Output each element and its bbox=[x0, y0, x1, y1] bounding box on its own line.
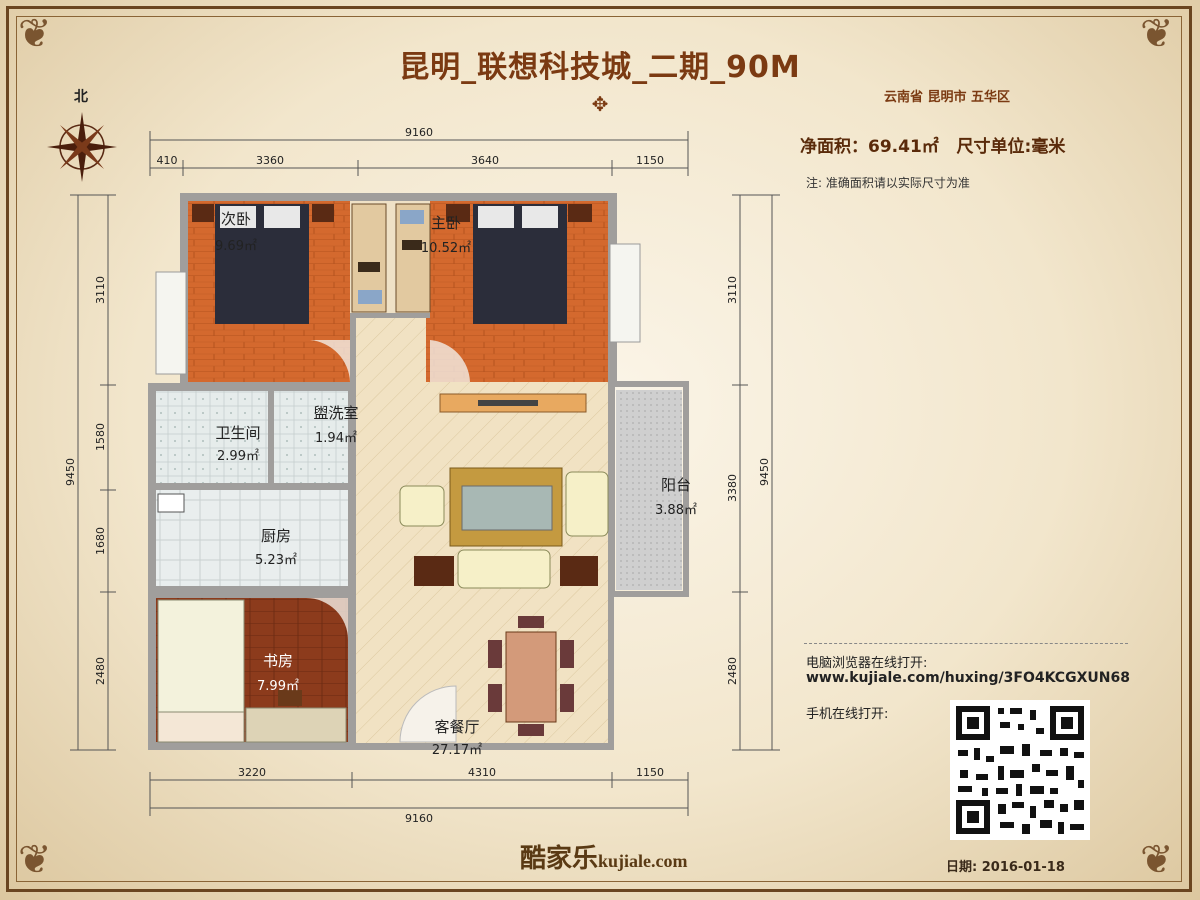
brand-logo: 酷家乐kujiale.com bbox=[520, 838, 688, 875]
dim-top-seg: 410 bbox=[157, 154, 178, 167]
room-name: 书房 bbox=[263, 652, 293, 670]
room-area: 3.88㎡ bbox=[655, 503, 697, 518]
corner-ornament-icon: ❦ bbox=[18, 11, 52, 57]
room-area: 9.69㎡ bbox=[215, 239, 257, 254]
shirt-icon bbox=[400, 210, 424, 224]
balcony-floor bbox=[616, 390, 682, 590]
dim-right-seg: 2480 bbox=[726, 657, 739, 685]
window bbox=[155, 271, 187, 375]
compass-rose-icon bbox=[47, 112, 117, 182]
dim-left-seg: 1680 bbox=[94, 527, 107, 555]
shoes-icon bbox=[358, 262, 380, 272]
study-cabinet-icon bbox=[157, 711, 245, 743]
dining-table-icon bbox=[505, 631, 557, 723]
room-name: 次卧 bbox=[221, 210, 251, 228]
dim-left-total: 9450 bbox=[64, 458, 77, 486]
kitchen-floor bbox=[156, 490, 348, 586]
dim-right-seg: 3110 bbox=[726, 276, 739, 304]
coffee-table-icon bbox=[461, 485, 553, 531]
sofa-icon bbox=[457, 549, 551, 589]
study-bed-icon bbox=[157, 599, 245, 713]
dining-chairs bbox=[488, 616, 574, 736]
dim-top-seg: 1150 bbox=[636, 154, 664, 167]
dim-top-seg: 3360 bbox=[256, 154, 284, 167]
location-label: 云南省 昆明市 五华区 bbox=[884, 90, 1011, 105]
north-label: 北 bbox=[74, 89, 88, 105]
room-name: 厨房 bbox=[261, 527, 291, 545]
dim-right-total: 9450 bbox=[758, 458, 771, 486]
armchair-icon bbox=[565, 471, 609, 537]
stove-icon bbox=[157, 493, 185, 513]
washroom-floor bbox=[274, 391, 348, 483]
corner-ornament-icon: ❦ bbox=[1140, 11, 1174, 57]
room-area: 2.99㎡ bbox=[217, 449, 259, 464]
door-swing bbox=[306, 598, 348, 640]
chair-icon bbox=[278, 690, 302, 706]
unit-label: 尺寸单位:毫米 bbox=[956, 137, 1066, 157]
room-area: 27.17㎡ bbox=[432, 743, 482, 758]
tv-icon bbox=[478, 400, 538, 406]
dim-top-seg: 3640 bbox=[471, 154, 499, 167]
door-swing bbox=[430, 340, 470, 382]
nightstand-icon bbox=[192, 204, 214, 222]
room-area: 10.52㎡ bbox=[421, 241, 471, 256]
dim-left-seg: 1580 bbox=[94, 423, 107, 451]
area-info: 净面积：69.41㎡ 尺寸单位:毫米 bbox=[800, 132, 1065, 157]
room-name: 盥洗室 bbox=[313, 404, 358, 422]
dimension-lines bbox=[70, 131, 780, 816]
mobile-open-label: 手机在线打开: bbox=[806, 707, 889, 722]
bed-icon bbox=[473, 204, 567, 324]
balcony-wall bbox=[609, 381, 689, 597]
armchair-icon bbox=[399, 485, 445, 527]
room-name: 卫生间 bbox=[215, 424, 260, 442]
dim-left-seg: 2480 bbox=[94, 657, 107, 685]
side-table-icon bbox=[414, 556, 454, 586]
door-swing bbox=[310, 340, 350, 382]
title-ornament-icon: ✥ bbox=[591, 92, 609, 116]
plan-title: 昆明_联想科技城_二期_90M bbox=[399, 50, 801, 85]
room-area: 1.94㎡ bbox=[315, 431, 357, 446]
bed-icon bbox=[215, 204, 309, 324]
room-area: 5.23㎡ bbox=[255, 553, 297, 568]
browser-open-label: 电脑浏览器在线打开: bbox=[806, 656, 928, 671]
corner-ornament-icon: ❦ bbox=[18, 837, 52, 883]
dim-bottom-seg: 4310 bbox=[468, 766, 496, 779]
dim-bottom-seg: 3220 bbox=[238, 766, 266, 779]
room-area: 7.99㎡ bbox=[257, 679, 299, 694]
nightstand-icon bbox=[312, 204, 334, 222]
bathroom-floor bbox=[156, 391, 268, 483]
net-area-label: 净面积： bbox=[800, 137, 868, 157]
qr-code-icon[interactable] bbox=[950, 700, 1090, 840]
net-area-value: 69.41㎡ bbox=[868, 137, 939, 157]
brand-cn: 酷家乐 bbox=[520, 844, 599, 874]
room-name: 阳台 bbox=[661, 476, 691, 494]
nightstand-icon bbox=[568, 204, 592, 222]
brand-en: kujiale.com bbox=[598, 851, 688, 871]
outer-frame bbox=[6, 6, 1192, 892]
plan-url-link[interactable]: www.kujiale.com/huxing/3FO4KCGXUN68 bbox=[806, 670, 1130, 686]
plan-date: 日期: 2016-01-18 bbox=[946, 860, 1065, 875]
dim-bottom-seg: 1150 bbox=[636, 766, 664, 779]
desk-icon bbox=[245, 707, 347, 743]
dim-top-total: 9160 bbox=[405, 126, 433, 139]
shoes-icon bbox=[402, 240, 422, 250]
dim-bottom-total: 9160 bbox=[405, 812, 433, 825]
window bbox=[609, 243, 641, 343]
divider bbox=[804, 643, 1128, 644]
entry-door-swing bbox=[399, 685, 457, 743]
dim-right-seg: 3380 bbox=[726, 474, 739, 502]
room-name: 客餐厅 bbox=[434, 718, 479, 736]
shirt-icon bbox=[358, 290, 382, 304]
nightstand-icon bbox=[446, 204, 470, 222]
room-name: 主卧 bbox=[431, 214, 461, 232]
area-note: 注: 准确面积请以实际尺寸为准 bbox=[806, 176, 970, 190]
inner-frame bbox=[16, 16, 1182, 882]
dim-left-seg: 3110 bbox=[94, 276, 107, 304]
corner-ornament-icon: ❦ bbox=[1140, 837, 1174, 883]
side-table-icon bbox=[560, 556, 598, 586]
